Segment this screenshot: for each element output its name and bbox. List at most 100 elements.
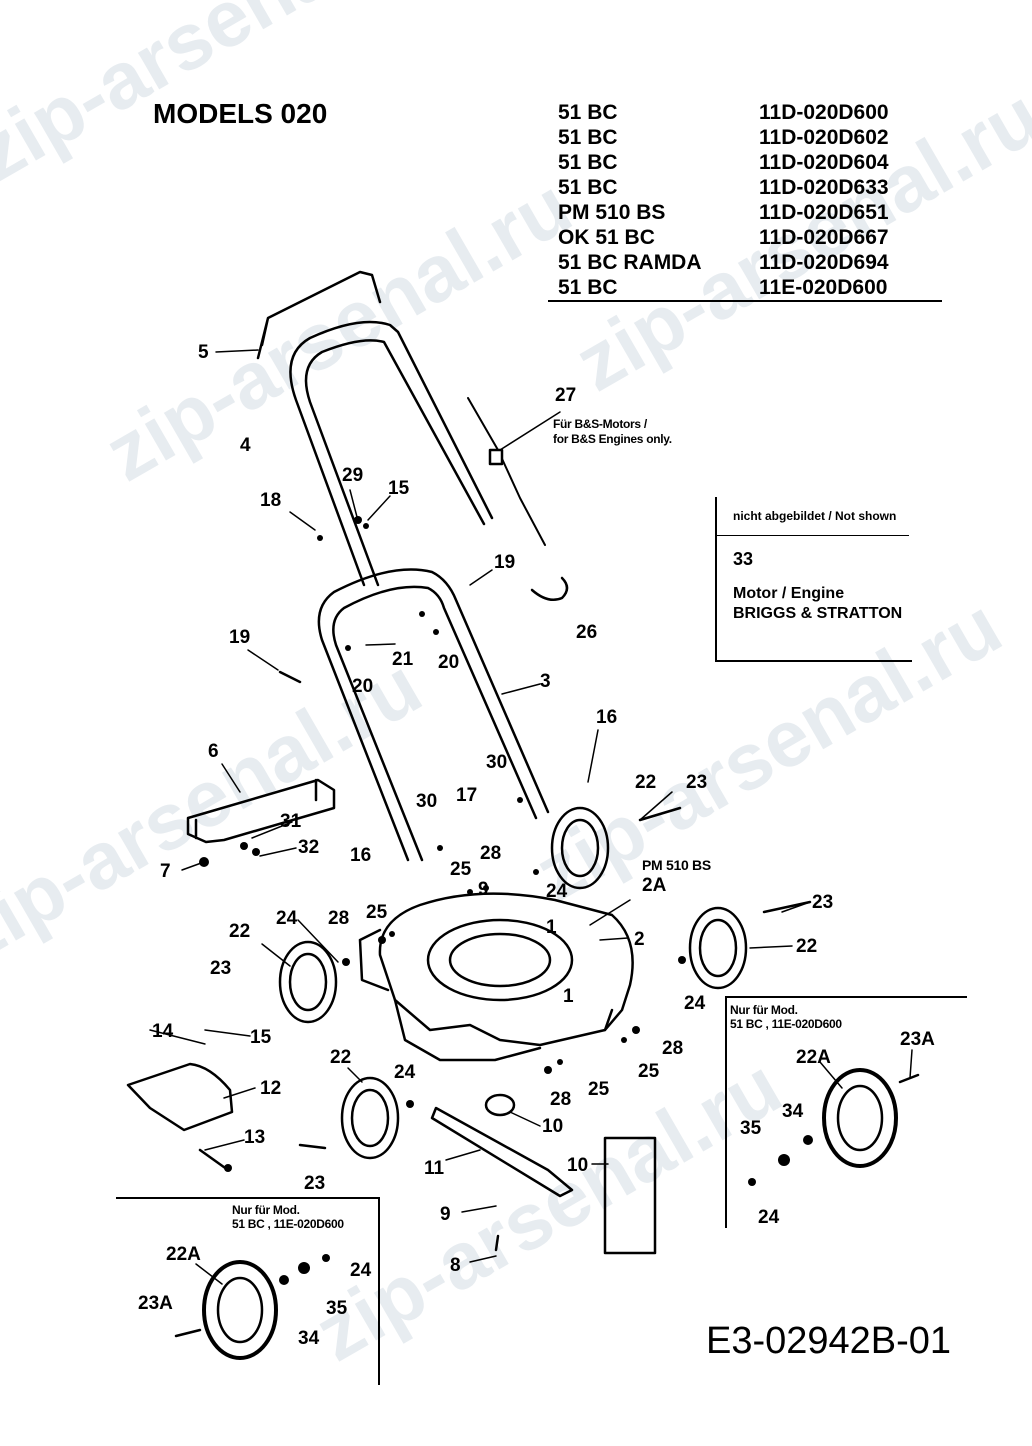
callout-9: 9 — [478, 879, 489, 900]
callout-23A: 23A — [900, 1029, 935, 1050]
left-inset-note-line1: Nur für Mod. — [232, 1203, 300, 1217]
model-code: 11D-020D600 — [759, 101, 889, 124]
model-code: 11D-020D694 — [759, 251, 889, 274]
callout-30: 30 — [416, 791, 438, 812]
right-inset-note-line1: Nur für Mod. — [730, 1003, 798, 1017]
callout-4: 4 — [240, 435, 251, 456]
callout-32: 32 — [298, 837, 320, 858]
callout-18: 18 — [260, 490, 282, 511]
model-row: 51 BC 11E-020D600 — [556, 276, 942, 301]
callout-14: 14 — [152, 1021, 174, 1042]
model-code: 11D-020D602 — [759, 126, 889, 149]
not-shown-part-number: 33 — [733, 549, 754, 569]
callout-16: 16 — [350, 845, 372, 866]
callout-24: 24 — [546, 881, 568, 902]
callout-17: 17 — [456, 785, 478, 806]
callout-23: 23 — [686, 772, 708, 793]
model-code: 11D-020D667 — [759, 226, 889, 249]
wheel-22a-right — [822, 1068, 898, 1168]
grass-bag-frame — [186, 778, 336, 844]
wheel-front-left — [340, 1076, 400, 1160]
model-name: 51 BC — [558, 276, 618, 299]
callout-15: 15 — [388, 478, 410, 499]
model-name: PM 510 BS — [558, 201, 666, 224]
callout-8: 8 — [450, 1255, 461, 1276]
callout-25: 25 — [588, 1079, 610, 1100]
callout-13: 13 — [244, 1127, 266, 1148]
callout-35: 35 — [740, 1118, 762, 1139]
callout-12: 12 — [260, 1078, 282, 1099]
rear-flap — [126, 1062, 234, 1132]
model-code: 11E-020D600 — [759, 276, 888, 299]
callout-1: 1 — [563, 986, 574, 1007]
callout-23A: 23A — [138, 1293, 173, 1314]
callout-28: 28 — [550, 1089, 572, 1110]
callout-22: 22 — [635, 772, 657, 793]
model-row: OK 51 BC 11D-020D667 — [556, 226, 942, 251]
document-code: E3-02942B-01 — [706, 1320, 952, 1362]
callout-22: 22 — [229, 921, 251, 942]
callout-19: 19 — [494, 552, 516, 573]
model-code: 11D-020D651 — [759, 201, 889, 224]
callout-16: 16 — [596, 707, 618, 728]
callout-10: 10 — [542, 1116, 564, 1137]
left-inset-note-line2: 51 BC , 11E-020D600 — [232, 1217, 344, 1231]
throttle-cable — [467, 397, 546, 546]
callout-34: 34 — [782, 1101, 804, 1122]
callout-7: 7 — [160, 861, 171, 882]
callout-10: 10 — [567, 1155, 589, 1176]
callout-9: 9 — [440, 1204, 451, 1225]
adapter-inset-box — [603, 1136, 657, 1255]
callout-34: 34 — [298, 1328, 320, 1349]
wheel-front-right — [688, 906, 748, 990]
callout-30: 30 — [486, 752, 508, 773]
callout-21: 21 — [392, 649, 414, 670]
callout-35: 35 — [326, 1298, 348, 1319]
callout-28: 28 — [328, 908, 350, 929]
callout-2: 2 — [634, 929, 645, 950]
callout-15: 15 — [250, 1027, 272, 1048]
callout-27: 27 — [555, 385, 577, 406]
model-name: OK 51 BC — [558, 226, 655, 249]
model-code: 11D-020D633 — [759, 176, 889, 199]
callout-23: 23 — [210, 958, 232, 979]
callout-22A: 22A — [796, 1047, 831, 1068]
callout-23: 23 — [812, 892, 834, 913]
model-table-rule — [548, 300, 942, 302]
inset-frame-left — [116, 1197, 380, 1385]
callout-24: 24 — [276, 908, 298, 929]
pm-model-note: PM 510 BS — [642, 857, 711, 873]
blade-adapter — [484, 1093, 516, 1117]
bs-note-line1: Für B&S-Motors / — [553, 417, 647, 431]
model-name: 51 BC RAMDA — [558, 251, 702, 274]
not-shown-line1: Motor / Engine — [733, 585, 845, 602]
model-row: 51 BC 11D-020D600 — [556, 101, 942, 126]
top-bar — [256, 270, 382, 360]
callout-3: 3 — [540, 671, 551, 692]
callout-24: 24 — [758, 1207, 780, 1228]
not-shown-header: nicht abgebildet / Not shown — [733, 509, 897, 523]
callout-6: 6 — [208, 741, 219, 762]
upper-handle — [289, 320, 494, 587]
callout-31: 31 — [280, 811, 302, 832]
callout-24: 24 — [350, 1260, 372, 1281]
callout-2A: 2A — [642, 875, 667, 896]
not-shown-rule — [717, 535, 909, 536]
callout-26: 26 — [576, 622, 598, 643]
callout-28: 28 — [662, 1038, 684, 1059]
callout-29: 29 — [342, 465, 364, 486]
model-name: 51 BC — [558, 101, 618, 124]
model-row: 51 BC RAMDA 11D-020D694 — [556, 251, 942, 276]
callout-25: 25 — [638, 1061, 660, 1082]
model-name: 51 BC — [558, 176, 618, 199]
callout-24: 24 — [684, 993, 706, 1014]
lower-handle — [317, 568, 550, 862]
callout-28: 28 — [480, 843, 502, 864]
model-code: 11D-020D604 — [759, 151, 889, 174]
bs-note-line2: for B&S Engines only. — [553, 432, 672, 446]
blade — [430, 1106, 574, 1198]
